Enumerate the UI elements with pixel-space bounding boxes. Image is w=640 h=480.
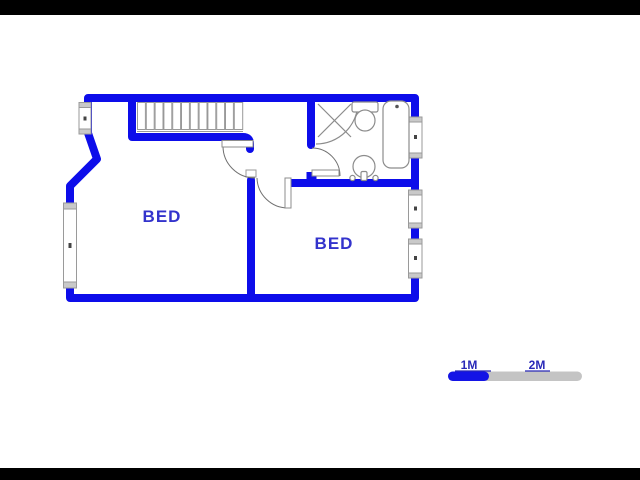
letterbox-top [0,0,640,15]
windows [63,102,423,289]
bathroom-fixtures [315,100,410,182]
door-bed1 [221,140,256,179]
door-jamb-stub [306,172,317,183]
scale-label-2m: 2M [529,358,546,372]
scale-label-1m: 1M [461,358,478,372]
bathtub-symbol [382,100,410,169]
door-bathroom [311,147,341,177]
window-right-middle [408,189,423,229]
basin-symbol [349,154,379,182]
door-bathroom-arc [311,147,341,177]
door-bed2-leaf [284,177,292,209]
scale-bar: 1M 2M [448,358,582,381]
door-bathroom-leaf [311,169,340,177]
window-right-lower [408,238,423,279]
scale-bar-filled-segment [448,371,489,381]
room-label-bed2: BED [315,234,354,253]
door-bed1-leaf [221,140,254,148]
window-left-lower [63,202,77,289]
letterbox-bottom [0,468,640,480]
door-bed2-arc [256,177,289,209]
door-bed1-arc [222,145,256,179]
door-jamb-cap [245,169,257,178]
window-left-upper [78,102,92,135]
toilet-symbol [351,101,379,132]
window-right-bathroom [408,116,423,159]
room-label-bed1: BED [143,207,182,226]
door-bed2 [256,177,292,209]
staircase-symbol [137,102,244,132]
doors [221,140,341,209]
